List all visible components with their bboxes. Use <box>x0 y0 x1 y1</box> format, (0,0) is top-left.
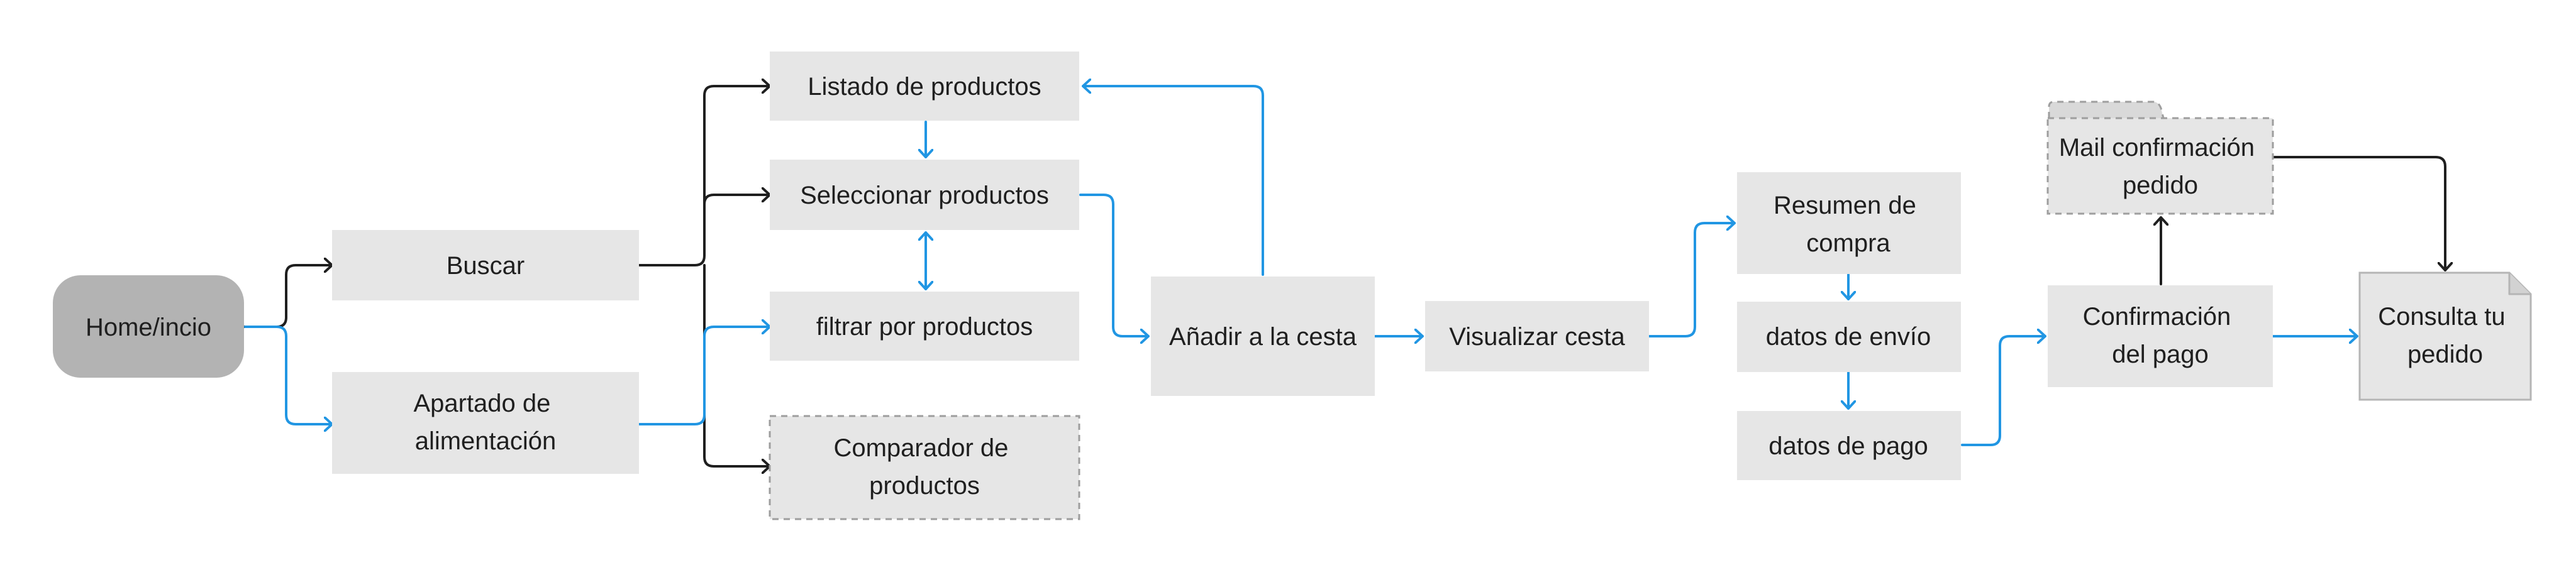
svg-text:datos de envío: datos de envío <box>1766 323 1931 351</box>
node-consulta: Consulta tu pedido <box>2358 271 2532 401</box>
node-anadir-line-1: Añadir a la cesta <box>1169 323 1357 351</box>
node-mail-line-2: pedido <box>2123 172 2198 199</box>
node-comparador-shape <box>769 415 1080 520</box>
svg-text:datos de pago: datos de pago <box>1768 432 1928 460</box>
node-buscar-line-1: Buscar <box>447 252 525 280</box>
node-pago-shape <box>1737 411 1961 480</box>
arrow-buscar-to-comparador <box>703 264 771 466</box>
node-resumen-line-1: Resumen de <box>1774 192 1916 219</box>
node-mail-shape <box>2046 117 2274 215</box>
svg-text:Comparador de producto: Comparador de productos <box>833 434 1015 500</box>
node-confirmacion-shape <box>2048 285 2273 387</box>
arrow-seleccionar-to-anadir <box>1079 194 1150 336</box>
connectors <box>241 86 2445 466</box>
node-seleccionar: Seleccionar productos <box>770 160 1079 230</box>
node-listado-line-1: Listado de productos <box>808 73 1041 101</box>
node-anadir-shape <box>1151 277 1375 396</box>
node-pago: datos de pago <box>1737 411 1961 480</box>
node-home-shape <box>53 275 244 378</box>
arrow-pago-to-confirmacion <box>1961 336 2046 446</box>
folded-corner-icon <box>2508 273 2531 295</box>
node-buscar: Buscar <box>332 230 639 300</box>
svg-text:Añadir a la cesta: Añadir a la cesta <box>1169 323 1357 351</box>
node-listado-shape <box>770 52 1079 121</box>
svg-text:Listado de productos: Listado de productos <box>808 73 1041 101</box>
svg-text:Resumen de compra: Resumen de compra <box>1774 192 1923 257</box>
node-resumen-shape <box>1737 172 1961 274</box>
node-envio-line-1: datos de envío <box>1766 323 1931 351</box>
node-comparador-line-1: Comparador de <box>833 434 1008 462</box>
node-alimentacion: Apartado de alimentación <box>332 372 639 474</box>
node-resumen-line-2: compra <box>1806 229 1890 257</box>
folder-tab-icon <box>2048 101 2165 119</box>
svg-text:Buscar: Buscar <box>447 252 525 280</box>
svg-text:Consulta tu pedido: Consulta tu pedido <box>2378 303 2512 368</box>
arrow-buscar-to-seleccionar <box>703 195 771 209</box>
node-visualizar-shape <box>1425 301 1649 371</box>
svg-text:Seleccionar productos: Seleccionar productos <box>800 182 1049 209</box>
node-home-line-1: Home/incio <box>86 314 211 341</box>
node-filtrar-line-1: filtrar por productos <box>816 313 1033 341</box>
arrow-visualizar-to-resumen <box>1648 223 1736 337</box>
node-anadir: Añadir a la cesta <box>1151 277 1375 396</box>
node-confirmacion-line-2: del pago <box>2112 341 2208 368</box>
node-seleccionar-shape <box>770 160 1079 230</box>
node-alimentacion-line-2: alimentación <box>415 427 557 455</box>
svg-text:Apartado de alimentaci: Apartado de alimentación <box>413 390 557 455</box>
node-filtrar: filtrar por productos <box>770 292 1079 361</box>
node-comparador-line-2: productos <box>869 472 980 500</box>
node-listado: Listado de productos <box>770 52 1079 121</box>
arrow-home-to-buscar <box>241 265 333 328</box>
arrow-anadir-to-listado <box>1082 86 1264 276</box>
node-seleccionar-line-1: Seleccionar productos <box>800 182 1049 209</box>
node-consulta-line-1: Consulta tu <box>2378 303 2505 331</box>
node-alimentacion-line-1: Apartado de <box>413 390 550 417</box>
node-comparador: Comparador de productos <box>769 415 1080 520</box>
arrow-mail-to-consulta <box>2272 156 2445 271</box>
node-confirmacion-line-1: Confirmación <box>2083 303 2231 331</box>
arrow-buscar-to-listado <box>638 86 771 266</box>
svg-text:Mail confirmación pedi: Mail confirmación pedido <box>2059 134 2262 199</box>
node-visualizar: Visualizar cesta <box>1425 301 1649 371</box>
svg-text:Confirmación del pago: Confirmación del pago <box>2083 303 2238 368</box>
svg-text:Home/incio: Home/incio <box>86 314 211 341</box>
nodes: Home/incio Buscar Apartado de alimentaci… <box>53 52 2532 520</box>
node-alimentacion-shape <box>332 372 639 474</box>
node-mail: Mail confirmación pedido <box>2046 101 2274 215</box>
arrow-home-to-alimentacion <box>244 326 333 424</box>
node-confirmacion: Confirmación del pago <box>2048 285 2273 387</box>
svg-text:filtrar por productos: filtrar por productos <box>816 313 1033 341</box>
node-mail-line-1: Mail confirmación <box>2059 134 2255 162</box>
svg-text:Visualizar cesta: Visualizar cesta <box>1449 323 1625 351</box>
node-pago-line-1: datos de pago <box>1768 432 1928 460</box>
node-consulta-shape <box>2358 271 2532 401</box>
node-buscar-shape <box>332 230 639 300</box>
node-filtrar-shape <box>770 292 1079 361</box>
node-resumen: Resumen de compra <box>1737 172 1961 274</box>
arrow-alimentacion-to-filtrar <box>638 327 771 425</box>
node-envio: datos de envío <box>1737 302 1961 372</box>
node-consulta-line-2: pedido <box>2407 341 2483 368</box>
node-envio-shape <box>1737 302 1961 372</box>
node-home: Home/incio <box>53 275 244 378</box>
node-visualizar-line-1: Visualizar cesta <box>1449 323 1625 351</box>
